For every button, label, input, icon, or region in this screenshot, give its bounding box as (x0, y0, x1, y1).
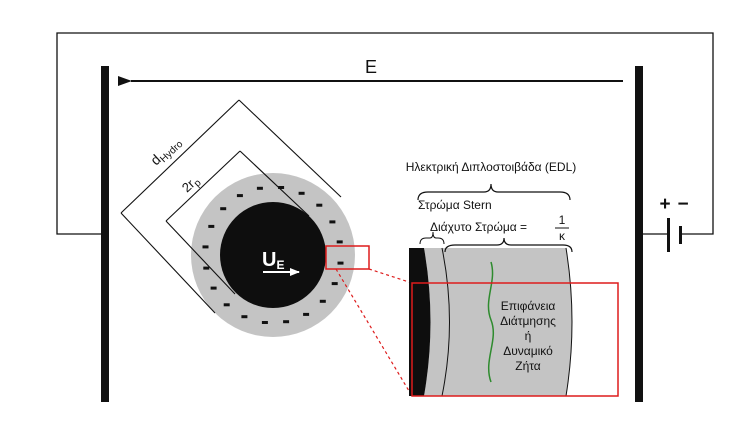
counter-ion-mark (203, 266, 210, 270)
velocity-sub: E (276, 258, 284, 272)
shear-plane-label: Επιφάνεια Διάτμησης ή Δυναμικό Ζήτα (500, 299, 556, 373)
counter-ion-mark (316, 203, 323, 207)
particle-surface-edge (409, 248, 431, 396)
shear-line-0: Επιφάνεια (501, 299, 556, 313)
counter-ion-mark (208, 224, 215, 228)
counter-ion-mark (223, 303, 230, 307)
zoom-detail-box (411, 282, 619, 397)
hydro-diameter-label: dHydro (147, 133, 185, 171)
battery-minus-label: − (677, 194, 688, 215)
circuit-wire (56, 32, 714, 235)
particle-core (220, 202, 326, 308)
particle-diameter-label: 2rp (179, 172, 204, 197)
counter-ions (202, 186, 344, 324)
counter-ion-mark (256, 186, 263, 190)
velocity-main: U (262, 249, 276, 271)
left-electrode (101, 66, 109, 402)
stern-boundary (441, 247, 450, 397)
counter-ion-mark (331, 282, 338, 286)
zoom-source-box (325, 245, 370, 270)
counter-ion-mark (303, 312, 310, 316)
edl-zoom (409, 247, 573, 397)
battery-icon (667, 218, 682, 252)
hydro-diameter-sub: Hydro (158, 139, 185, 166)
velocity-label: UE (262, 249, 284, 272)
right-electrode (635, 66, 643, 402)
counter-ion-mark (236, 194, 243, 198)
counter-ion-mark (241, 315, 248, 319)
diffuse-label: Διάχυτο Στρώμα = (430, 220, 527, 234)
diffuse-boundary (565, 247, 573, 397)
counter-ion-mark (202, 245, 209, 249)
dimension-lines (120, 99, 342, 314)
counter-ion-mark (283, 320, 290, 324)
counter-ion-mark (329, 220, 336, 224)
shear-line-3: Δυναμικό (503, 344, 553, 358)
edl-label: Ηλεκτρική Διπλοστοιβάδα (EDL) (406, 160, 577, 174)
fraction-numerator: 1 (559, 213, 566, 227)
shear-line-2: ή (525, 329, 532, 343)
stern-label: Στρώμα Stern (418, 198, 492, 212)
shear-plane-line (487, 261, 495, 383)
counter-ion-mark (261, 321, 268, 324)
fraction-denominator: κ (559, 229, 566, 243)
diffuse-brace (444, 237, 573, 253)
counter-ion-mark (336, 240, 343, 244)
counter-ion-mark (319, 299, 326, 303)
counter-ion-mark (278, 186, 285, 189)
shear-line-1: Διάτμησης (500, 314, 556, 328)
counter-ion-mark (220, 207, 227, 211)
particle-diameter-sub: p (192, 177, 204, 189)
shear-line-4: Ζήτα (515, 359, 541, 373)
zoom-lines (335, 268, 413, 397)
counter-ion-mark (210, 286, 217, 290)
stern-brace (419, 231, 445, 245)
edl-brace (417, 183, 571, 201)
counter-ion-mark (337, 261, 344, 265)
counter-ion-mark (298, 191, 305, 195)
field-label: E (365, 57, 377, 77)
battery-plus-label: + (659, 194, 670, 215)
